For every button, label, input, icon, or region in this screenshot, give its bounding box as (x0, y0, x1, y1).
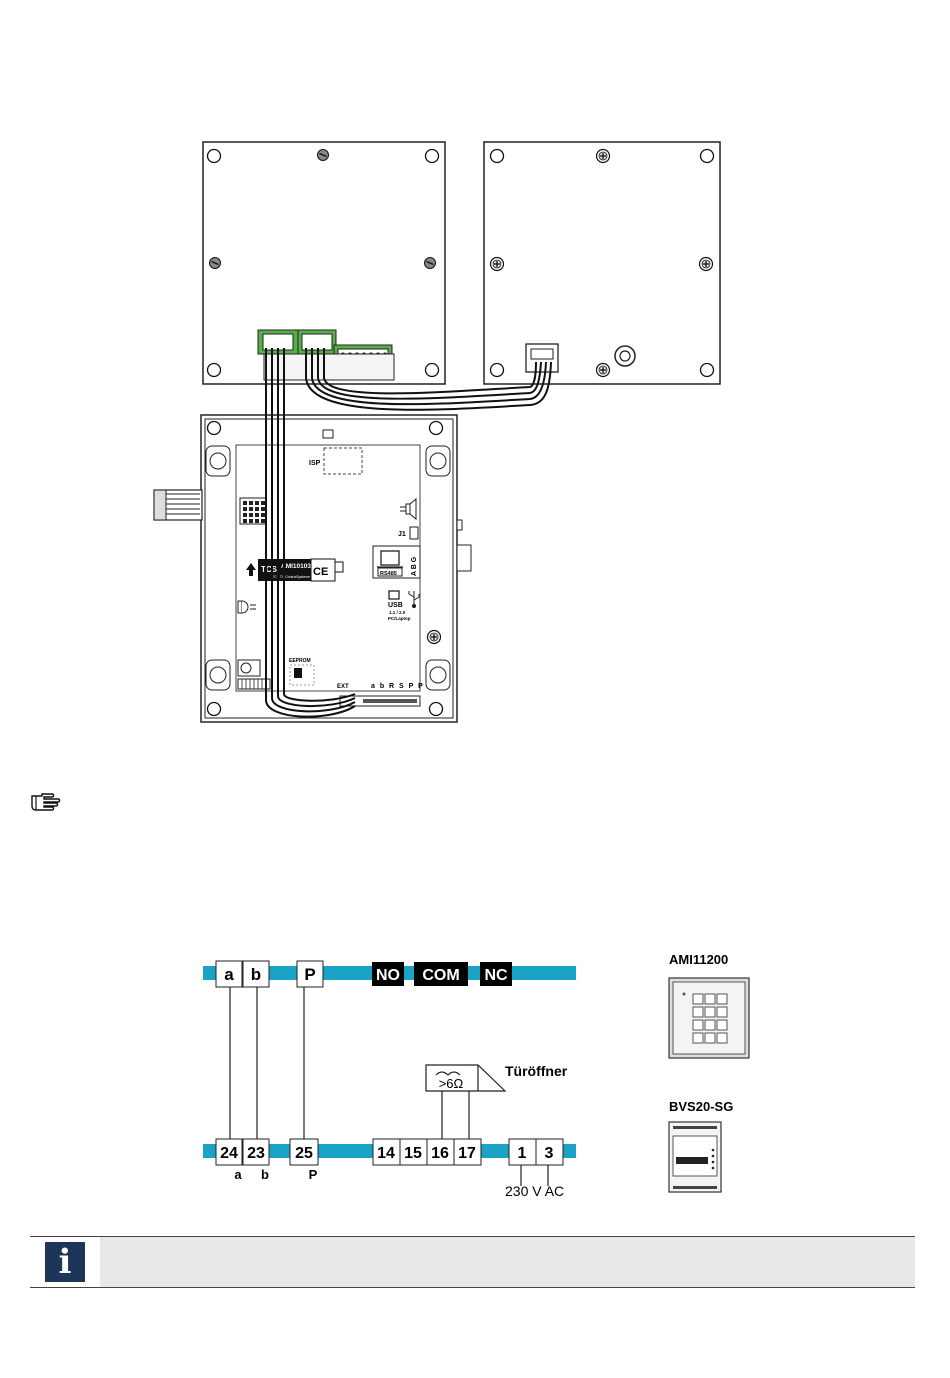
right-module-panel (484, 142, 720, 384)
top-terminal-p: P (297, 961, 323, 987)
bottom-letter-p: P (309, 1167, 318, 1182)
power-device-label: BVS20-SG (669, 1099, 733, 1114)
supply-label: 230 V AC (505, 1183, 564, 1199)
keypad-device-image (669, 978, 749, 1058)
ext-terminals-label: a b R S P P (371, 683, 424, 690)
bottom-terminal-15: 15 (400, 1139, 427, 1165)
svg-text:3: 3 (545, 1145, 554, 1162)
svg-text:P: P (304, 965, 315, 984)
j1-label: J1 (398, 531, 406, 538)
svg-text:14: 14 (377, 1145, 395, 1162)
bottom-terminal-24: 24 (216, 1139, 242, 1165)
svg-text:17: 17 (458, 1145, 476, 1162)
eeprom-label: EEPROM (289, 658, 311, 664)
relay-com: COM (414, 962, 468, 986)
door-opener-label: Türöffner (505, 1063, 568, 1079)
bottom-letter-a: a (234, 1167, 242, 1182)
bottom-terminal-3: 3 (536, 1139, 563, 1165)
svg-text:16: 16 (431, 1145, 449, 1162)
svg-text:25: 25 (295, 1145, 313, 1162)
bottom-letter-b: b (261, 1167, 269, 1182)
top-terminal-b: b (243, 961, 269, 987)
usb-label: USB (388, 602, 403, 609)
mounting-housing: ISP J1 RS485 A B G USB 1.1 / 2.0 PC/Lapt… (154, 415, 471, 722)
svg-text:1: 1 (518, 1145, 527, 1162)
opener-resistance: >6Ω (439, 1076, 464, 1091)
usb-version-label: 1.1 / 2.0 (389, 610, 406, 615)
left-module-panel (203, 142, 445, 384)
bottom-terminal-17: 17 (454, 1139, 481, 1165)
keypad-connector-grid (240, 498, 266, 524)
svg-text:NC: NC (484, 967, 508, 984)
installation-diagram: ISP J1 RS485 A B G USB 1.1 / 2.0 PC/Lapt… (0, 0, 950, 760)
module-label: TCS AMI10103 TCS TürControlSysteme AG CE (258, 559, 343, 581)
bottom-terminal-25: 25 (290, 1139, 318, 1165)
ce-mark: CE (313, 566, 328, 578)
bottom-terminal-16: 16 (427, 1139, 454, 1165)
module-code-label: AMI10103 (281, 563, 311, 570)
info-note-background (100, 1237, 915, 1287)
bottom-terminal-14: 14 (373, 1139, 400, 1165)
ext-label: EXT (337, 684, 349, 690)
info-icon: i (45, 1242, 85, 1282)
svg-text:15: 15 (404, 1145, 422, 1162)
door-opener-symbol: >6Ω (426, 1065, 505, 1091)
svg-text:a: a (224, 965, 234, 984)
rs485-label: RS485 (380, 571, 397, 577)
top-terminal-a: a (216, 961, 242, 987)
power-supply-device-image (669, 1122, 721, 1192)
info-note-bar: i (30, 1236, 915, 1288)
svg-text:COM: COM (422, 967, 459, 984)
svg-text:NO: NO (376, 967, 400, 984)
relay-nc: NC (480, 962, 512, 986)
note-pointing-hand-icon (30, 790, 66, 814)
keypad-device-label: AMI11200 (669, 952, 728, 967)
svg-text:24: 24 (220, 1145, 238, 1162)
relay-no: NO (372, 962, 404, 986)
svg-text:b: b (251, 965, 261, 984)
wiring-diagram: a b P NO COM NC >6Ω Türöffner (0, 950, 950, 1210)
svg-text:23: 23 (247, 1145, 265, 1162)
bottom-terminal-23: 23 (243, 1139, 269, 1165)
isp-label: ISP (309, 460, 321, 467)
pc-laptop-label: PC/Laptop (388, 616, 411, 621)
brand-label: TCS (261, 565, 278, 574)
abg-label: A B G (411, 556, 418, 576)
bottom-terminal-1: 1 (509, 1139, 536, 1165)
